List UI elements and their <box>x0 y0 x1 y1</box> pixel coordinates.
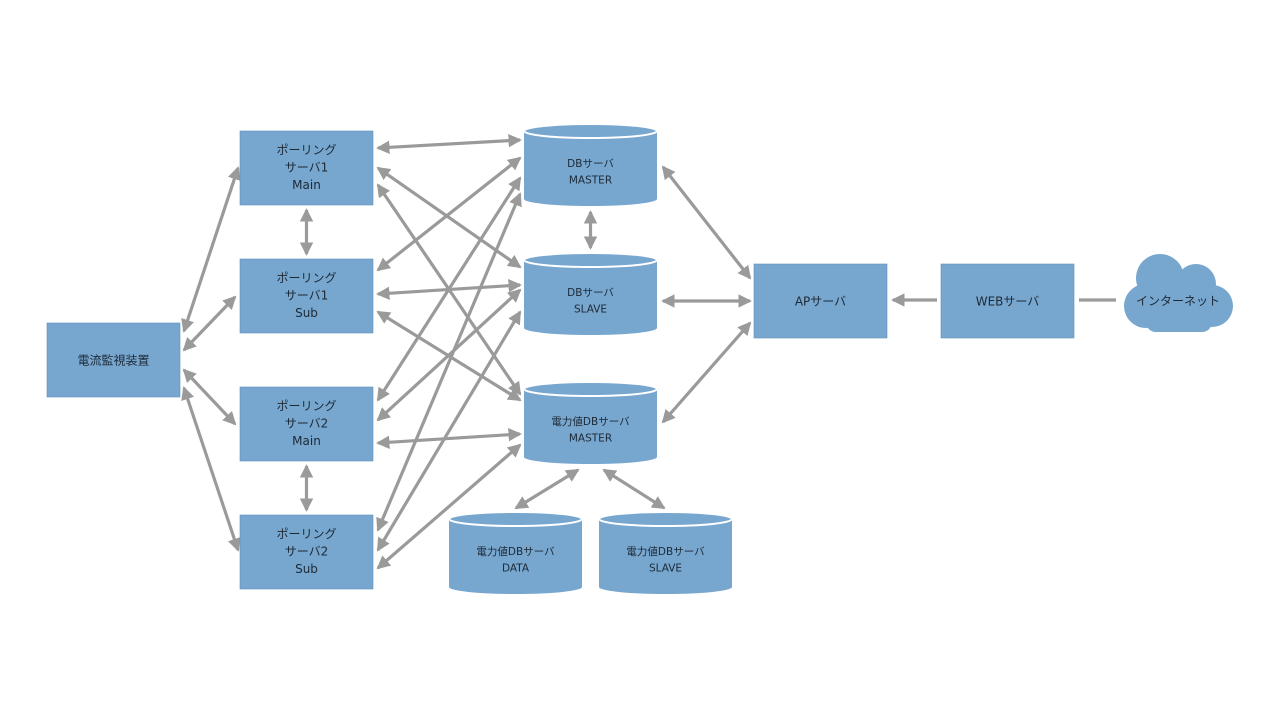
node-db-master-line2: MASTER <box>569 175 612 187</box>
node-power-db-data[interactable]: 電力値DBサーバ DATA <box>448 511 583 594</box>
node-power-db-slave[interactable]: 電力値DBサーバ SLAVE <box>598 511 733 594</box>
node-polling-2-main-line3: Main <box>292 434 321 448</box>
edge-monitor-to-polling-2-sub <box>181 386 241 552</box>
node-power-db-data-line1: 電力値DBサーバ <box>476 545 555 558</box>
node-polling-1-main-line1: ポーリング <box>276 143 336 157</box>
edge-polling-2-main-to-power-db-master <box>376 428 522 449</box>
node-db-master[interactable]: DBサーバ MASTER <box>523 123 658 207</box>
node-polling-1-sub-line2: サーバ1 <box>285 289 329 303</box>
node-internet-label: インターネット <box>1136 294 1220 308</box>
node-db-master-line1: DBサーバ <box>567 158 614 170</box>
edge-polling-2-main-to-db-master <box>376 176 522 402</box>
node-monitor[interactable]: 電流監視装置 <box>46 322 181 398</box>
node-ap-server[interactable]: APサーバ <box>753 263 888 339</box>
node-polling-2-sub-line3: Sub <box>295 562 318 576</box>
node-polling-1-sub-line1: ポーリング <box>276 271 336 285</box>
node-internet[interactable]: インターネット <box>1124 254 1233 332</box>
node-polling-2-sub-line1: ポーリング <box>276 527 336 541</box>
edge-polling-1-main-to-db-master <box>376 133 522 155</box>
edge-polling-2-sub-to-power-db-master <box>376 443 522 570</box>
node-polling-2-main-line2: サーバ2 <box>285 417 329 431</box>
node-monitor-label: 電流監視装置 <box>77 353 149 368</box>
node-web-server[interactable]: WEBサーバ <box>940 263 1075 339</box>
node-db-slave-line1: DBサーバ <box>567 287 614 299</box>
node-power-db-master[interactable]: 電力値DBサーバ MASTER <box>523 381 658 465</box>
node-polling-1-main-line3: Main <box>292 178 321 192</box>
node-polling-1-main-line2: サーバ1 <box>285 161 329 175</box>
node-polling-1-sub[interactable]: ポーリング サーバ1 Sub <box>239 258 374 334</box>
edge-monitor-to-polling-1-sub <box>182 295 237 352</box>
node-power-db-master-line2: MASTER <box>569 433 612 445</box>
node-power-db-slave-line1: 電力値DBサーバ <box>626 545 705 558</box>
node-power-db-master-line1: 電力値DBサーバ <box>551 415 630 428</box>
connection-arrows <box>181 133 1116 570</box>
node-polling-2-sub[interactable]: ポーリング サーバ2 Sub <box>239 514 374 590</box>
node-polling-2-main[interactable]: ポーリング サーバ2 Main <box>239 386 374 462</box>
node-polling-1-main[interactable]: ポーリング サーバ1 Main <box>239 130 374 206</box>
cloud-icon <box>1124 254 1233 332</box>
node-db-slave[interactable]: DBサーバ SLAVE <box>523 252 658 335</box>
node-web-server-label: WEBサーバ <box>976 295 1040 309</box>
node-polling-2-main-line1: ポーリング <box>276 399 336 413</box>
node-ap-server-label: APサーバ <box>795 295 846 309</box>
node-polling-2-sub-line2: サーバ2 <box>285 545 329 559</box>
edge-db-master-to-ap-server <box>661 165 752 280</box>
edge-polling-2-main-to-db-slave <box>376 288 522 422</box>
edge-power-db-master-to-ap-server <box>661 321 752 424</box>
node-polling-1-sub-line3: Sub <box>295 306 318 320</box>
edge-power-db-master-to-power-db-slave <box>602 468 666 510</box>
node-db-slave-line2: SLAVE <box>574 304 607 316</box>
node-power-db-data-line2: DATA <box>502 563 530 575</box>
edge-monitor-to-polling-1-main <box>181 166 241 333</box>
node-power-db-slave-line2: SLAVE <box>649 563 682 575</box>
edge-power-db-master-to-power-db-data <box>514 468 580 510</box>
